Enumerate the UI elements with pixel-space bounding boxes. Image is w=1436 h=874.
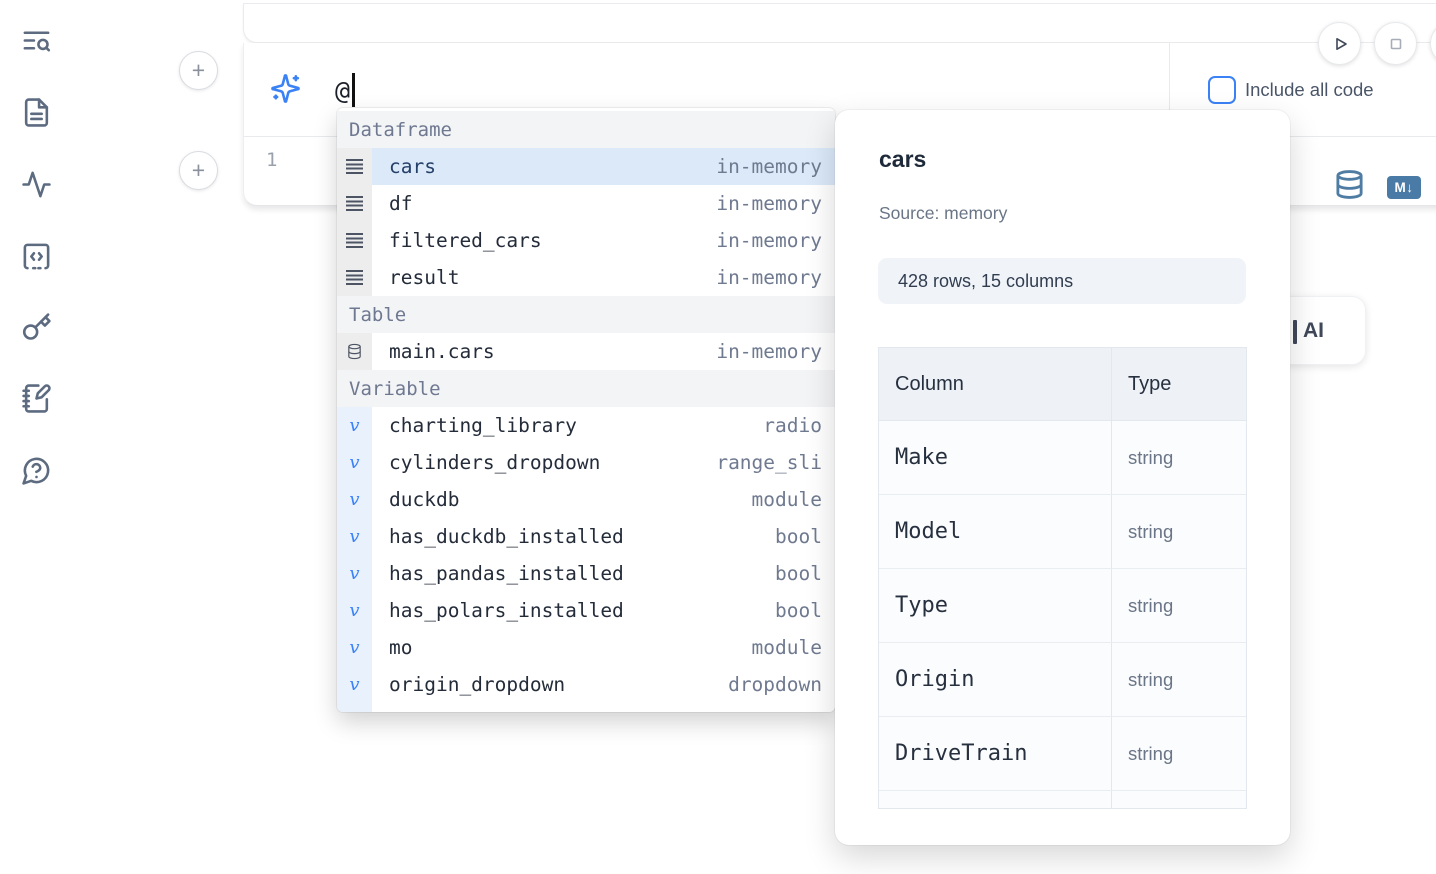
file-document-icon[interactable] (19, 95, 53, 129)
list-search-icon[interactable] (19, 23, 53, 57)
sparkles-icon (270, 73, 301, 104)
clipped-letter (1293, 320, 1297, 344)
sidebar (0, 0, 72, 874)
include-all-code-checkbox[interactable] (1208, 76, 1236, 104)
shape-badge: 428 rows, 15 columns (878, 258, 1246, 304)
section-header-variable: Variable (337, 370, 835, 407)
line-number: 1 (266, 149, 278, 171)
database-icon (337, 333, 372, 370)
variable-icon: v (337, 555, 372, 592)
column-header: Column (879, 348, 1112, 420)
code-snippet-icon[interactable] (19, 239, 53, 273)
variable-icon: v (337, 703, 372, 712)
autocomplete-item[interactable]: v pdmodule (337, 703, 835, 712)
plus-icon: + (191, 157, 206, 183)
include-all-code: Include all code (1208, 43, 1374, 137)
table-row: DriveTrain string (879, 717, 1246, 791)
variable-icon: v (337, 444, 372, 481)
dataframe-rows-icon (337, 148, 372, 185)
table-row: Type string (879, 569, 1246, 643)
preview-title: cars (879, 146, 927, 172)
plus-icon: + (191, 57, 206, 83)
variable-icon: v (337, 666, 372, 703)
variable-icon: v (337, 629, 372, 666)
activity-icon[interactable] (19, 167, 53, 201)
dataframe-rows-icon (337, 222, 372, 259)
table-row-partial (879, 791, 1246, 808)
variable-icon: v (337, 592, 372, 629)
stop-button[interactable] (1374, 22, 1417, 65)
table-header-row: Column Type (879, 348, 1246, 421)
scratchpad-icon[interactable] (19, 381, 53, 415)
divider (1169, 43, 1170, 136)
type-header: Type (1128, 372, 1172, 395)
table-row: Make string (879, 421, 1246, 495)
help-icon[interactable] (19, 453, 53, 487)
run-cell-button[interactable] (1318, 22, 1361, 65)
add-cell-below-button[interactable]: + (179, 151, 218, 190)
preview-source: Source: memory (879, 203, 1008, 223)
add-cell-above-button[interactable]: + (179, 51, 218, 90)
cell-output-toggles: M↓ (1334, 169, 1421, 205)
previous-cell-bottom (243, 3, 1436, 43)
variable-icon: v (337, 518, 372, 555)
prompt-text: @ (335, 75, 351, 105)
ai-prompt-input[interactable]: @ (335, 67, 355, 113)
key-icon[interactable] (19, 310, 53, 344)
dataframe-rows-icon (337, 259, 372, 296)
table-row: Origin string (879, 643, 1246, 717)
variable-icon: v (337, 481, 372, 518)
section-header-dataframe: Dataframe (337, 111, 835, 148)
section-header-table: Table (337, 296, 835, 333)
table-preview-panel: cars Source: memory 428 rows, 15 columns… (835, 110, 1290, 845)
database-icon[interactable] (1334, 169, 1365, 205)
text-caret (352, 73, 355, 107)
code-editor[interactable]: 1 (244, 137, 1436, 205)
table-row: Model string (879, 495, 1246, 569)
column-preview-table: Column Type Make string Model string Typ… (878, 347, 1247, 809)
variable-icon: v (337, 407, 372, 444)
play-icon (1335, 37, 1347, 50)
dataframe-rows-icon (337, 185, 372, 222)
ai-button[interactable]: AI (1277, 296, 1366, 365)
markdown-export-icon[interactable]: M↓ (1387, 175, 1421, 199)
include-all-code-label: Include all code (1245, 79, 1374, 100)
ai-button-label: AI (1303, 319, 1324, 342)
stop-icon (1390, 38, 1401, 49)
